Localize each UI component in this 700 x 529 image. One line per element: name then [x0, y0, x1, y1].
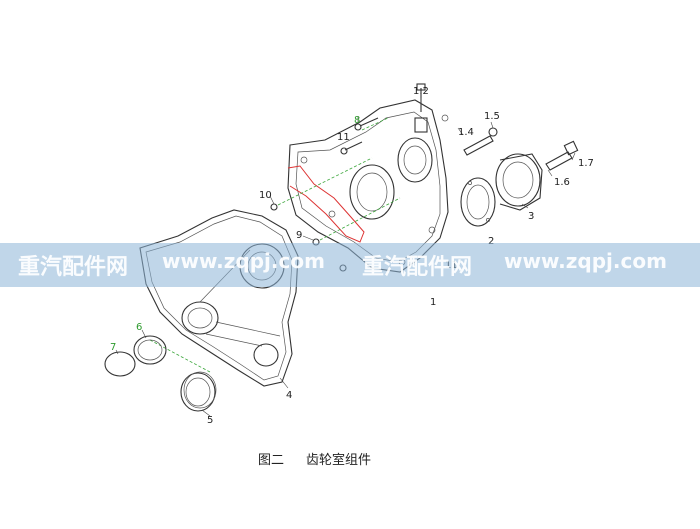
- callout-1: 1: [430, 297, 436, 308]
- callout-5: 5: [207, 415, 213, 426]
- callout-8: 8: [354, 115, 360, 126]
- callout-9: 9: [296, 230, 302, 241]
- bolt-part-1-6: [545, 140, 579, 171]
- seal-part-5: [180, 371, 217, 412]
- cap-part-7: [104, 351, 136, 377]
- leader-lines: [115, 98, 576, 417]
- callout-1-6: 1.6: [554, 177, 570, 188]
- cover-plate-part-4: [139, 209, 299, 387]
- callout-1-4: 1.4: [458, 127, 474, 138]
- callout-11-upper: 11: [337, 132, 350, 143]
- figure-label: 图二: [258, 453, 285, 468]
- callout-3: 3: [528, 211, 534, 222]
- callout-4: 4: [286, 390, 292, 401]
- o-ring-part-6: [133, 335, 167, 365]
- watermark-url-left: www.zqpj.com: [162, 249, 325, 273]
- callout-1-5: 1.5: [484, 111, 500, 122]
- callout-1-7: 1.7: [578, 158, 594, 169]
- assembly-axis-lines: [149, 117, 401, 373]
- callout-10: 10: [259, 190, 272, 201]
- gasket-part-2: [460, 177, 496, 227]
- callout-1-2: 1.2: [413, 86, 429, 97]
- bolt-part-1-4: [441, 114, 498, 156]
- figure-title: 齿轮室组件: [306, 453, 372, 468]
- watermark-url-right: www.zqpj.com: [504, 249, 667, 273]
- callout-2: 2: [488, 236, 494, 247]
- watermark-band: [0, 243, 700, 287]
- callout-6: 6: [136, 322, 142, 333]
- bearing-cover-part-3: [495, 153, 543, 211]
- watermark-site-name-left: 重汽配件网: [18, 255, 129, 280]
- figure-caption: 图二 齿轮室组件: [258, 449, 371, 468]
- watermark-site-name-right: 重汽配件网: [362, 255, 473, 280]
- callout-7: 7: [110, 342, 116, 353]
